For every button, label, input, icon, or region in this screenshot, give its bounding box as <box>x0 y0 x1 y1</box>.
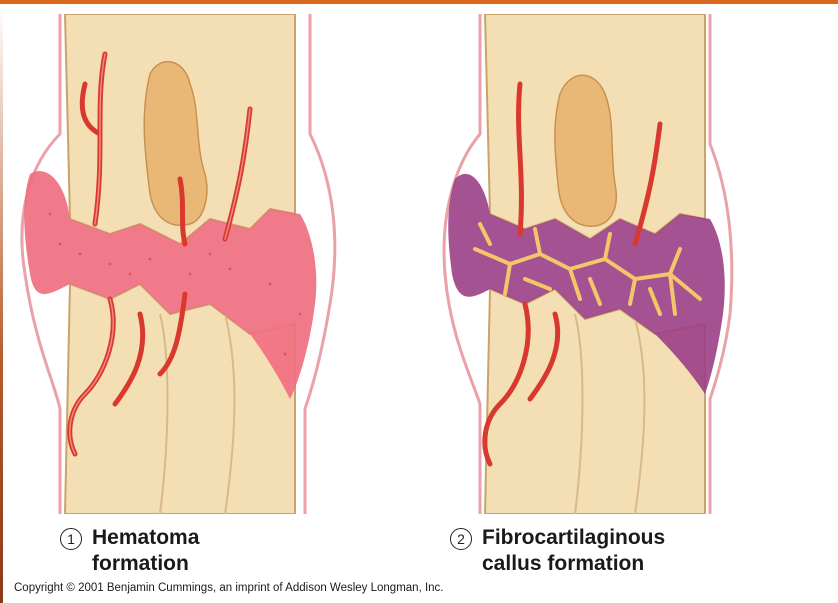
top-accent-bar <box>0 0 838 4</box>
stage-caption-hematoma: 1 Hematoma formation <box>60 525 199 577</box>
callus-illustration <box>430 14 750 514</box>
stage-label: Hematoma formation <box>92 525 199 577</box>
stage-number-badge: 2 <box>450 528 472 550</box>
stage-label: Fibrocartilaginous callus formation <box>482 525 665 577</box>
hematoma-illustration <box>10 14 340 514</box>
copyright-notice: Copyright © 2001 Benjamin Cummings, an i… <box>14 582 444 594</box>
stage-number-badge: 1 <box>60 528 82 550</box>
upper-marrow-cavity <box>555 75 616 226</box>
left-edge-decoration <box>0 4 3 603</box>
stage-caption-callus: 2 Fibrocartilaginous callus formation <box>450 525 665 577</box>
